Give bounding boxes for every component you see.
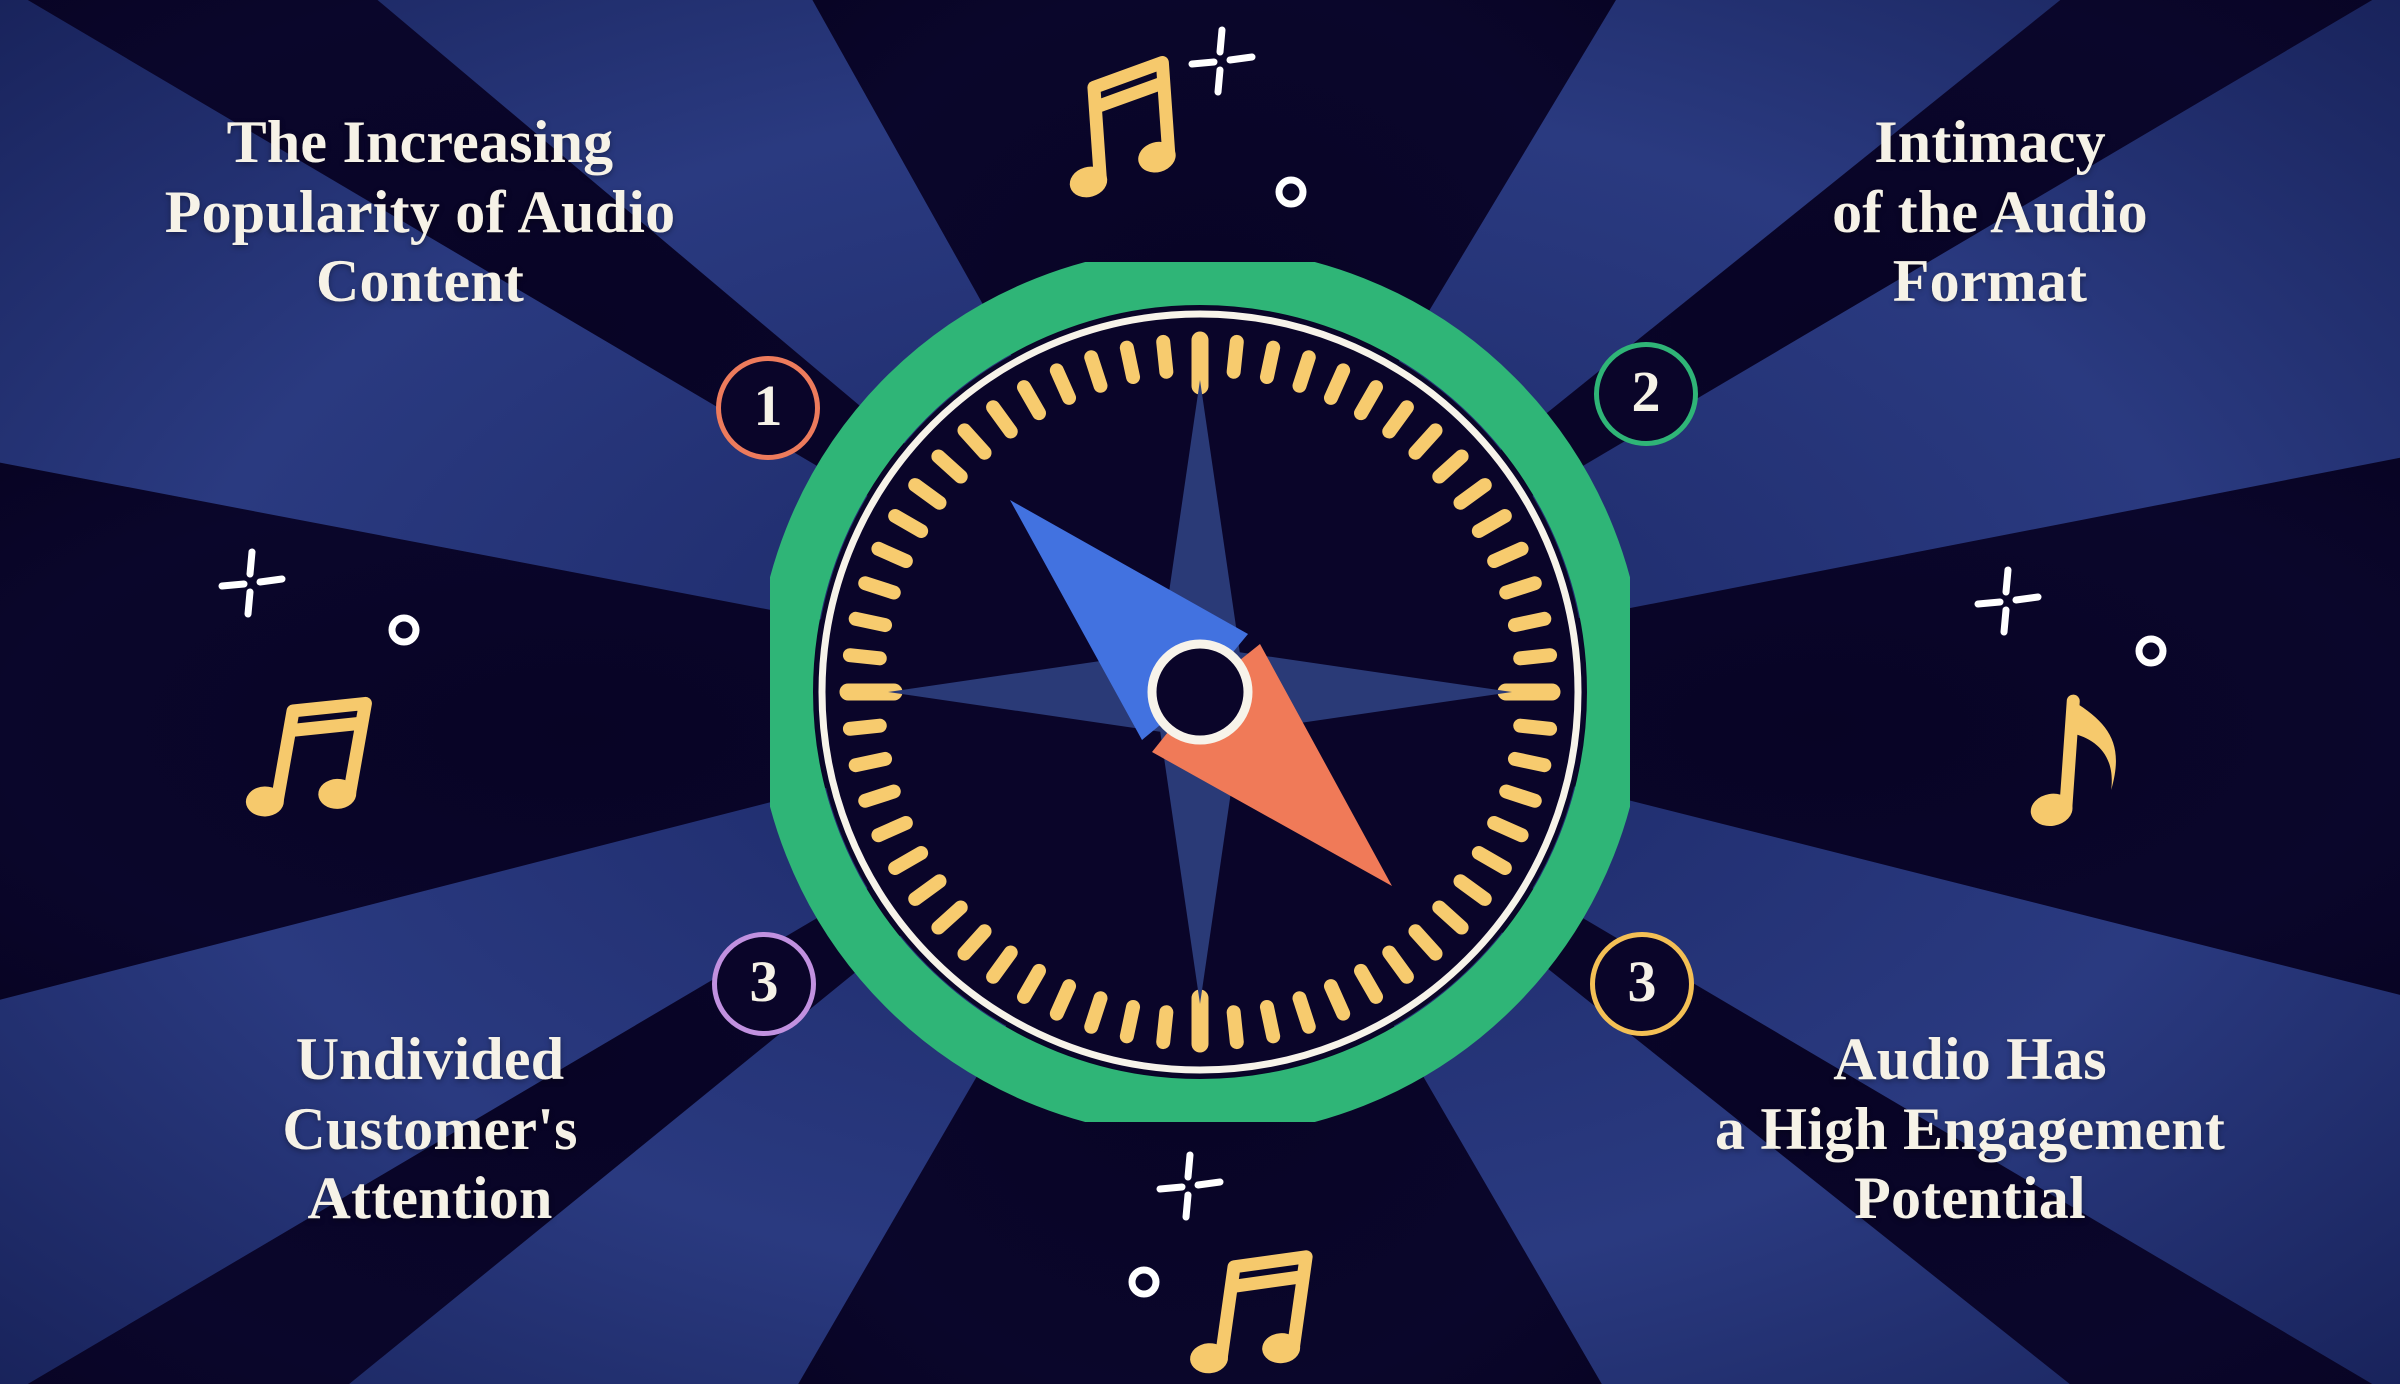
compass-tick	[1499, 784, 1542, 808]
compass-tick	[1017, 380, 1046, 421]
compass-inner-ring	[818, 310, 1582, 1074]
compass-tick	[1432, 449, 1469, 484]
compass-tick	[1471, 509, 1512, 538]
item-title-2: Intimacy of the Audio Format	[1832, 109, 2148, 315]
compass-tick	[888, 846, 929, 875]
compass-tick	[986, 400, 1018, 439]
item-title-1: The Increasing Popularity of Audio Conte…	[164, 109, 676, 315]
compass-tick	[986, 945, 1018, 984]
item-title-4: Audio Has a High Engagement Potential	[1714, 1026, 2226, 1232]
compass-tick	[1226, 334, 1244, 379]
compass-tick	[1119, 999, 1141, 1044]
compass-tick	[1382, 400, 1414, 439]
compass-tick	[842, 718, 887, 736]
badge-1[interactable]: 1	[716, 356, 820, 460]
badge-1-number: 1	[753, 373, 783, 438]
compass-tick	[1507, 611, 1552, 633]
compass-tick-marks	[839, 331, 1561, 1053]
compass-tick	[1408, 924, 1443, 961]
compass-tick	[1408, 423, 1443, 460]
compass-tick	[1049, 363, 1077, 405]
compass-tick	[1354, 380, 1383, 421]
compass-tick	[1354, 963, 1383, 1004]
compass-tick	[1382, 945, 1414, 984]
compass-tick	[1156, 334, 1174, 379]
compass-tick	[908, 478, 947, 510]
compass-tick	[1453, 478, 1492, 510]
compass-tick	[1513, 718, 1558, 736]
compass-tick	[1432, 900, 1469, 935]
compass-tick	[1471, 846, 1512, 875]
compass-tick	[1507, 751, 1552, 773]
item-title-3: Undivided Customer's Attention	[282, 1026, 578, 1232]
compass-tick	[848, 751, 893, 773]
compass-tick	[1323, 979, 1351, 1021]
badge-2-number: 2	[1631, 359, 1661, 424]
compass-hub	[1147, 639, 1253, 745]
compass-tick	[1487, 541, 1529, 569]
compass-tick	[957, 423, 992, 460]
compass-tick	[1513, 648, 1558, 666]
compass-tick	[858, 784, 901, 808]
compass-tick	[908, 874, 947, 906]
compass-tick	[1499, 576, 1542, 600]
compass-tick	[848, 611, 893, 633]
compass-tick	[1084, 350, 1108, 393]
compass-tick	[1084, 991, 1108, 1034]
compass-tick	[1292, 350, 1316, 393]
compass-tick	[1292, 991, 1316, 1034]
compass-tick	[888, 509, 929, 538]
compass-tick	[1156, 1005, 1174, 1050]
badge-3[interactable]: 3	[712, 932, 816, 1036]
compass-tick	[931, 900, 968, 935]
compass-tick	[1323, 363, 1351, 405]
compass-tick	[871, 815, 913, 843]
compass-tick	[931, 449, 968, 484]
compass-tick	[1259, 999, 1281, 1044]
compass-tick	[1226, 1005, 1244, 1050]
compass-graphic	[770, 262, 1630, 1122]
compass-tick	[957, 924, 992, 961]
compass-tick	[858, 576, 901, 600]
compass-tick	[1049, 979, 1077, 1021]
compass-tick	[1119, 340, 1141, 385]
ray-left	[0, 462, 1200, 1000]
badge-4-number: 3	[1627, 949, 1657, 1014]
compass-tick	[1453, 874, 1492, 906]
compass-tick	[1487, 815, 1529, 843]
compass-tick	[871, 541, 913, 569]
compass-tick	[1017, 963, 1046, 1004]
compass-tick	[1259, 340, 1281, 385]
compass-tick	[842, 648, 887, 666]
compass-outer-ring	[770, 262, 1630, 1122]
badge-3-number: 3	[749, 949, 779, 1014]
badge-4[interactable]: 3	[1590, 932, 1694, 1036]
ray-right	[1200, 457, 2400, 995]
badge-2[interactable]: 2	[1594, 342, 1698, 446]
